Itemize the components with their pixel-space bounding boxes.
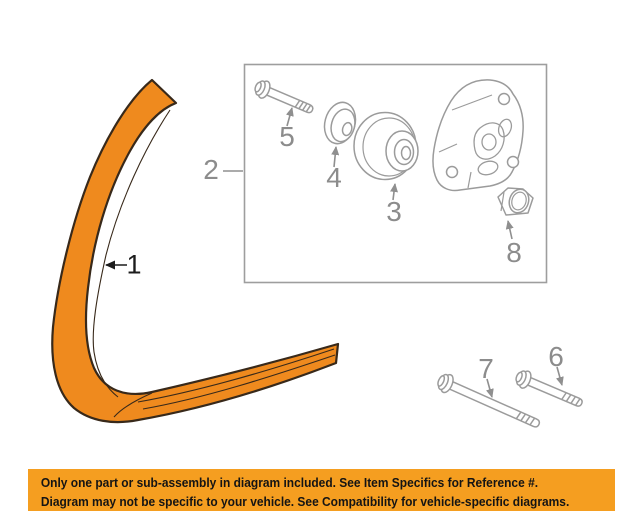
part-label-8: 8	[506, 237, 522, 268]
pulley-3-drawing	[353, 111, 419, 181]
bolt-6-drawing	[515, 370, 583, 407]
part-label-3: 3	[386, 196, 402, 227]
arrow-to-part-7	[486, 378, 494, 398]
disclaimer-line1: Only one part or sub-assembly in diagram…	[40, 475, 539, 490]
arrow-to-part-8	[505, 220, 514, 240]
callout-arrows	[105, 107, 564, 398]
belt-fold-line	[113, 392, 153, 418]
part-label-4: 4	[326, 162, 342, 193]
arrow-to-part-4	[331, 146, 340, 168]
part-label-7: 7	[478, 353, 494, 384]
disclaimer-banner: Only one part or sub-assembly in diagram…	[28, 469, 615, 511]
belt-groove-line-2	[142, 354, 336, 410]
bolt-5-drawing	[254, 80, 314, 114]
part-label-5: 5	[279, 121, 295, 152]
arrow-to-part-5	[286, 107, 294, 127]
nut-8-drawing	[497, 187, 534, 216]
arrow-to-part-3	[390, 183, 398, 201]
belt-groove-line-1	[137, 348, 335, 403]
bracket-drawing	[432, 79, 524, 192]
part-label-2: 2	[203, 154, 219, 185]
disclaimer-text: Only one part or sub-assembly in diagram…	[28, 469, 570, 511]
part-label-6: 6	[548, 341, 564, 372]
belt-inner-edge-line	[92, 109, 171, 398]
arrow-to-part-6	[556, 366, 564, 386]
washer-4-drawing	[323, 101, 357, 145]
serpentine-belt-drawing	[51, 78, 340, 424]
bolt-7-drawing	[437, 373, 541, 428]
belt-body	[51, 78, 340, 424]
part-label-1: 1	[126, 249, 142, 280]
disclaimer-line2: Diagram may not be specific to your vehi…	[40, 494, 570, 509]
